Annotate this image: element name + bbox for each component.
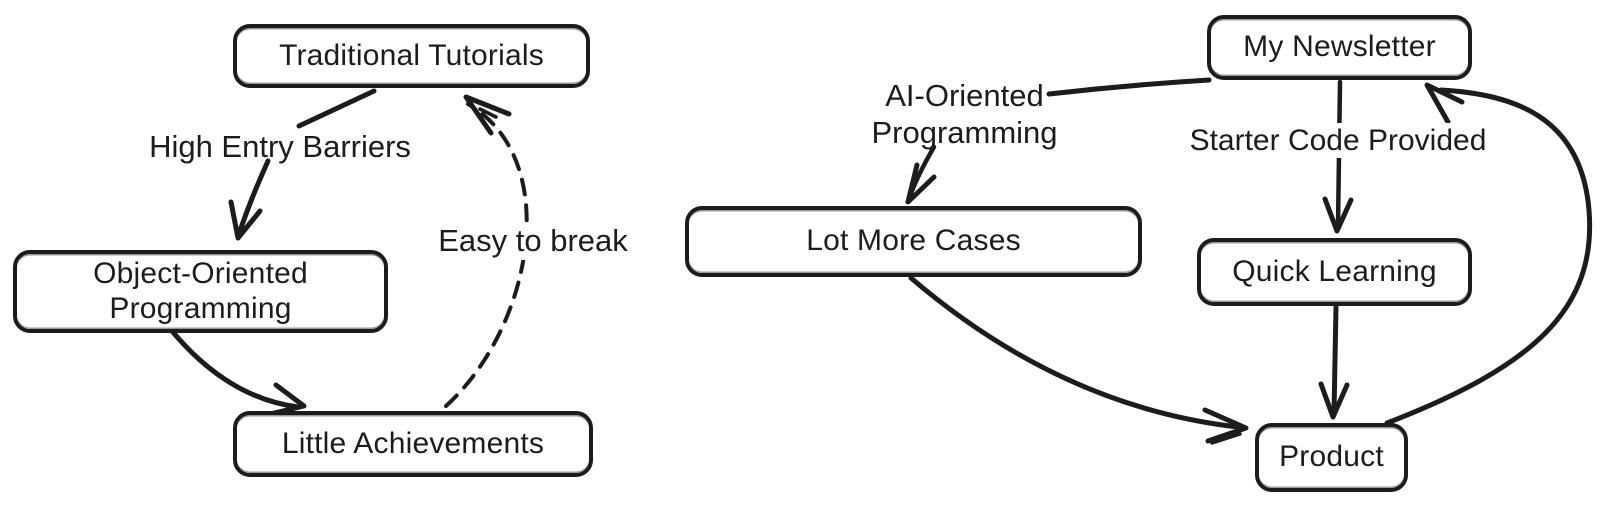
node-quick-learning: Quick Learning	[1197, 238, 1472, 306]
edge-newsletter-to-ai-label-line	[1046, 77, 1212, 97]
node-product: Product	[1255, 423, 1408, 492]
edge-oop-to-little-achievements-arrow	[169, 328, 307, 417]
node-object-oriented-programming: Object-Oriented Programming	[13, 250, 388, 333]
edge-label-starter-code-provided: Starter Code Provided	[1178, 123, 1498, 159]
edge-product-to-newsletter-arrow	[1384, 82, 1593, 426]
edge-quick-learning-to-product-arrow	[1318, 304, 1350, 420]
node-my-newsletter: My Newsletter	[1207, 15, 1472, 80]
edge-label-ai-oriented-programming: AI-Oriented Programming	[871, 78, 1058, 150]
edge-high-entry-barriers-arrow	[228, 88, 377, 241]
edge-lot-more-cases-to-product-arrow	[908, 275, 1249, 445]
node-lot-more-cases: Lot More Cases	[685, 206, 1142, 277]
node-little-achievements: Little Achievements	[233, 411, 593, 477]
edge-label-high-entry-barriers: High Entry Barriers	[149, 129, 411, 164]
node-traditional-tutorials: Traditional Tutorials	[233, 24, 590, 88]
edge-ai-label-to-lot-more-cases-arrow	[905, 144, 937, 205]
edge-label-easy-to-break: Easy to break	[433, 223, 633, 260]
